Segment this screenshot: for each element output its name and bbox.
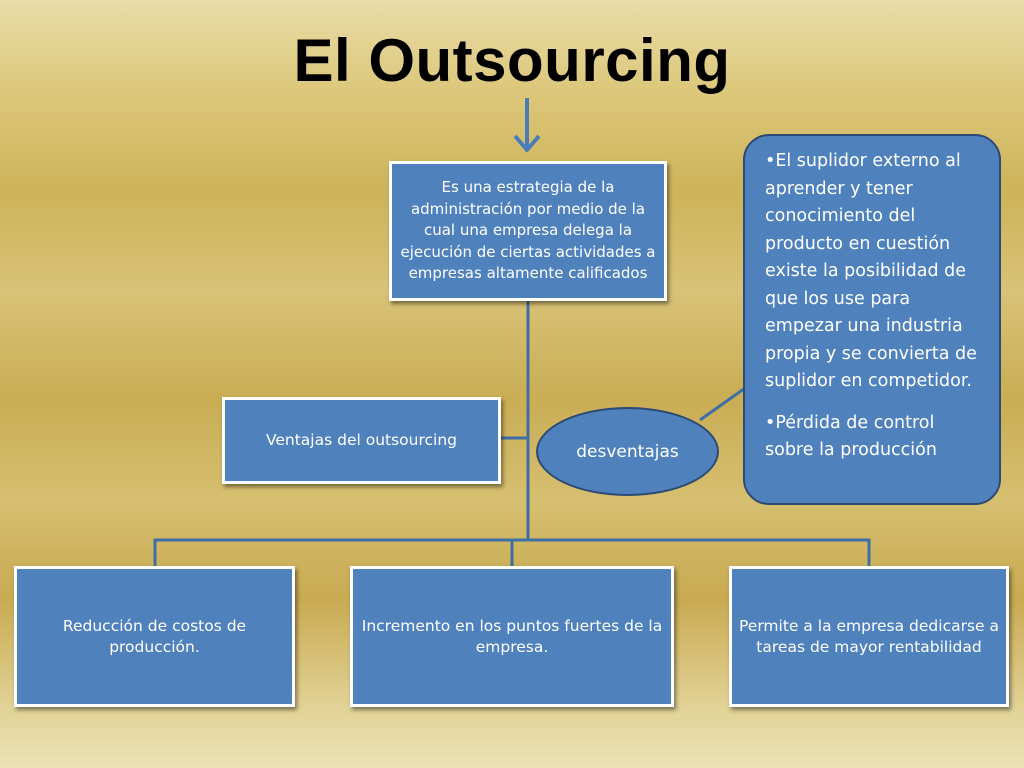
- disadvantage-item: •Pérdida de control sobre la producción: [765, 412, 937, 461]
- slide-title: El Outsourcing: [293, 27, 731, 94]
- title-arrowhead: [513, 134, 541, 152]
- disadvantages-label: desventajas: [576, 441, 679, 462]
- disadvantages-ellipse: desventajas: [536, 407, 719, 496]
- advantage-text: Permite a la empresa dedicarse a tareas …: [738, 616, 1000, 656]
- advantages-box: Ventajas del outsourcing: [222, 397, 501, 484]
- advantage-box-cost: Reducción de costos de producción.: [14, 566, 295, 707]
- advantage-box-strengths: Incremento en los puntos fuertes de la e…: [350, 566, 674, 707]
- advantage-box-profitability: Permite a la empresa dedicarse a tareas …: [729, 566, 1009, 707]
- advantage-text: Reducción de costos de producción.: [62, 616, 247, 656]
- advantage-text: Incremento en los puntos fuertes de la e…: [361, 616, 663, 656]
- disadvantages-callout: •El suplidor externo al aprender y tener…: [743, 134, 1001, 505]
- definition-box: Es una estrategia de la administración p…: [389, 161, 667, 301]
- definition-text: Es una estrategia de la administración p…: [400, 178, 656, 283]
- disadvantage-item: •El suplidor externo al aprender y tener…: [765, 151, 977, 391]
- advantages-label: Ventajas del outsourcing: [265, 431, 458, 449]
- callout-connector: [699, 384, 749, 422]
